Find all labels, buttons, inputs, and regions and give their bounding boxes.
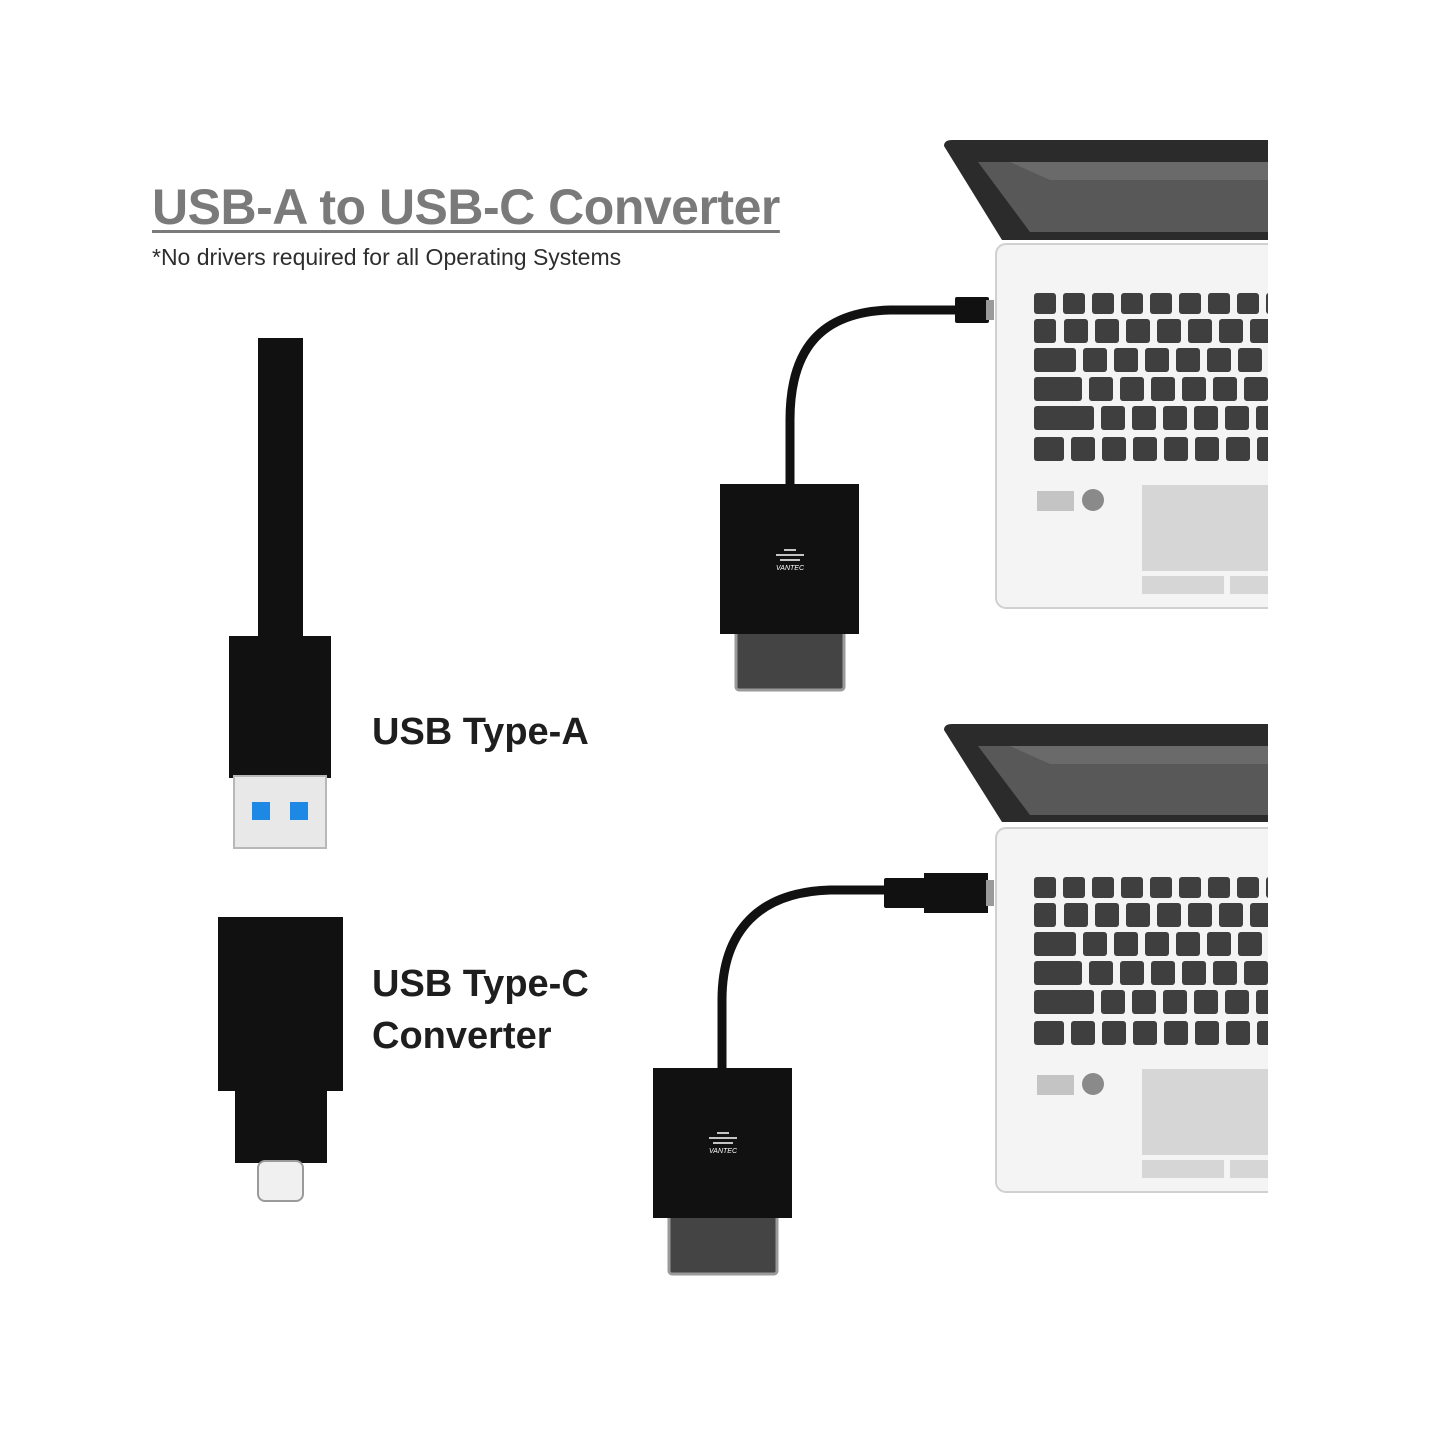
usb-type-c-label-line1: USB Type-C [372,963,589,1005]
usb-c-converter-icon [218,917,343,1202]
svg-text:VANTEC: VANTEC [776,565,805,572]
usb-adapter-icon: VANTEC [653,873,994,1276]
vantec-logo-icon: VANTEC [776,549,805,572]
laptop-icon [944,140,1268,609]
vantec-logo-icon: VANTEC [709,1132,738,1155]
page-title: USB-A to USB-C Converter [152,179,780,235]
laptop-icon [944,724,1268,1193]
usb-type-c-label: USB Type-C Converter [372,958,589,1062]
svg-text:VANTEC: VANTEC [709,1148,738,1155]
usb-adapter-icon: VANTEC [720,297,994,692]
usb-a-cable-icon [229,338,331,849]
usb-type-c-label-line2: Converter [372,1015,552,1057]
usb-type-a-label: USB Type-A [372,711,589,753]
page-subtitle: *No drivers required for all Operating S… [152,244,622,270]
